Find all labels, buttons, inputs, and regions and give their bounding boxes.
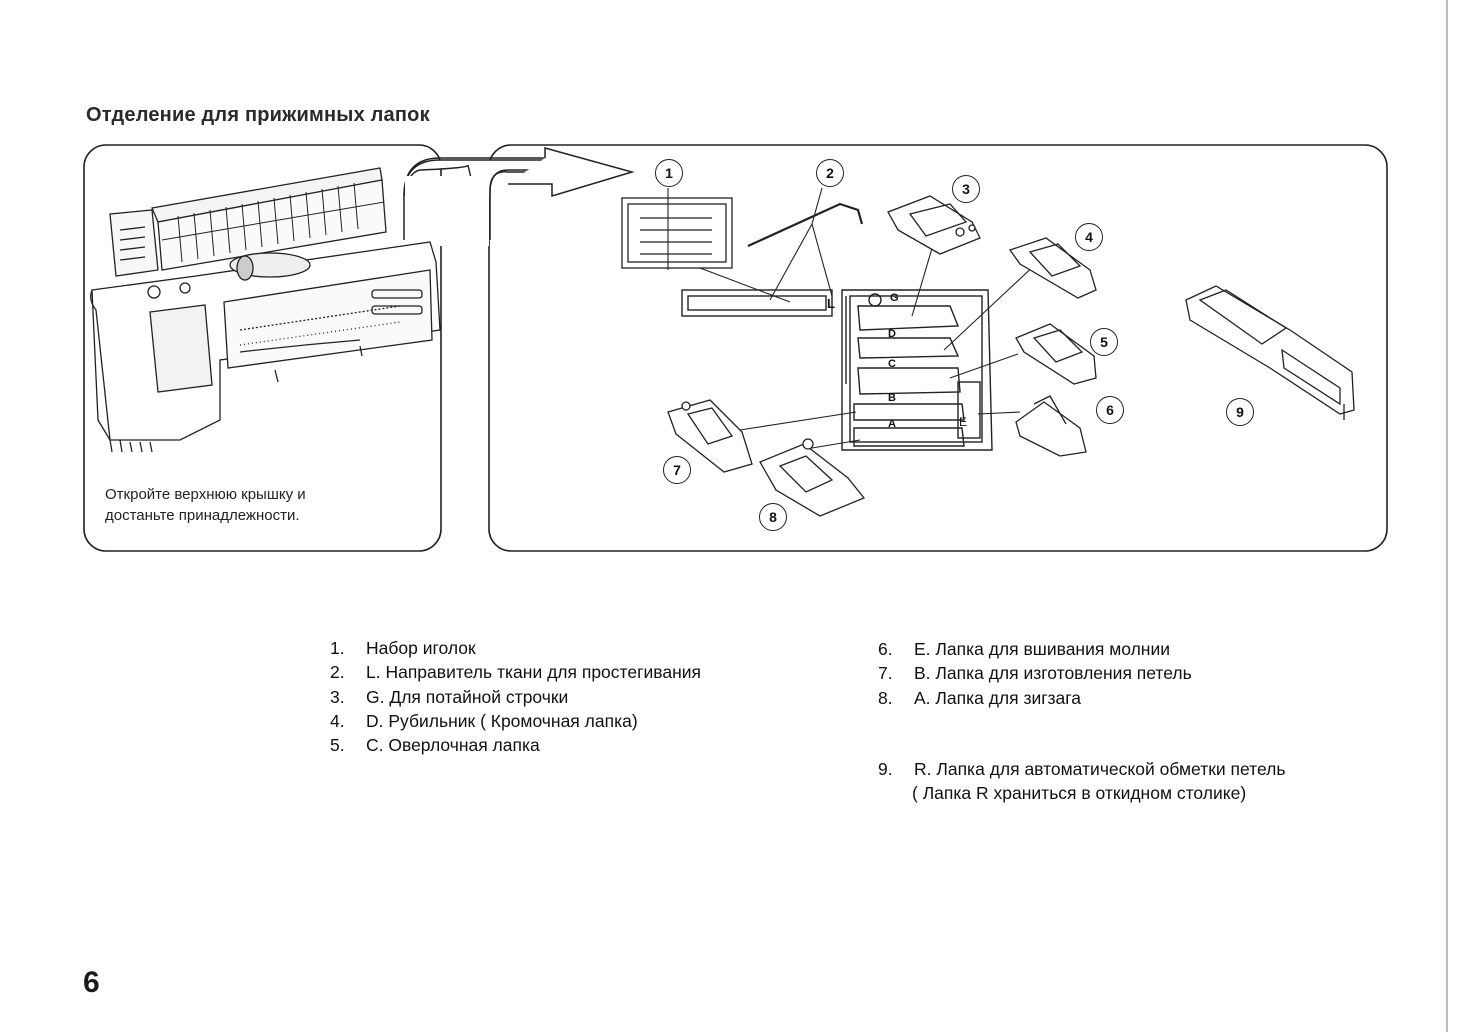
tray-letter-d: D	[888, 328, 896, 340]
presser-foot-d	[1008, 237, 1097, 299]
page-number: 6	[83, 966, 100, 999]
callout-3: 3	[952, 175, 980, 203]
tray-letter-a: A	[888, 418, 896, 430]
item-text: B. Лапка для изготовления петель	[914, 663, 1192, 684]
item-text: D. Рубильник ( Кромочная лапка)	[366, 710, 638, 731]
page-edge-line	[1446, 0, 1448, 1032]
list-item: 9. R. Лапка для автоматической обметки пе…	[878, 757, 1285, 781]
item-text: A. Лапка для зигзага	[914, 687, 1081, 708]
presser-foot-b	[667, 399, 753, 473]
list-item: 5. C. Оверлочная лапка	[330, 733, 701, 757]
item-note: ( Лапка R храниться в откидном столике)	[912, 783, 1247, 804]
section-title: Отделение для прижимных лапок	[86, 104, 430, 126]
tray-letter-l: L	[827, 296, 835, 311]
item-number: 2.	[330, 662, 345, 683]
accessory-list-right: 6. E. Лапка для вшивания молнии 7. B. Лапк…	[878, 637, 1192, 710]
presser-foot-e	[1015, 395, 1087, 457]
tray-letter-g: G	[890, 292, 899, 304]
quilting-guide	[747, 202, 864, 248]
tray-letter-b: B	[888, 392, 896, 404]
callout-7: 7	[663, 456, 691, 484]
item-number: 3.	[330, 686, 345, 707]
item-number: 5.	[330, 735, 345, 756]
accessory-tray	[681, 289, 993, 451]
presser-foot-r	[1185, 285, 1355, 420]
item-number: 6.	[878, 639, 893, 659]
callout-6: 6	[1096, 396, 1124, 424]
leader-lines	[667, 187, 1039, 451]
item-text: R. Лапка для автоматической обметки пете…	[914, 759, 1286, 779]
list-item: 8. A. Лапка для зигзага	[878, 686, 1192, 710]
callout-4: 4	[1075, 223, 1103, 251]
callout-9: 9	[1226, 398, 1254, 426]
caption-line-1: Откройте верхнюю крышку и	[105, 486, 306, 503]
item-number: 4.	[330, 710, 345, 731]
list-item: 3. G. Для потайной строчки	[330, 685, 701, 709]
accessory-list-item-9: 9. R. Лапка для автоматической обметки пе…	[878, 757, 1285, 806]
item-number: 8.	[878, 687, 893, 708]
left-panel-frame	[83, 144, 442, 552]
tray-letter-e: E	[959, 415, 968, 429]
presser-foot-g	[887, 195, 981, 255]
sewing-machine-illustration	[90, 167, 441, 453]
tray-letter-c: C	[888, 358, 896, 370]
item-text: G. Для потайной строчки	[366, 686, 569, 707]
instruction-caption: Откройте верхнюю крышку и достаньте прин…	[105, 484, 306, 526]
presser-foot-c	[1015, 323, 1097, 385]
item-text: L. Направитель ткани для простегивания	[366, 662, 702, 683]
list-item: 4. D. Рубильник ( Кромочная лапка)	[330, 709, 701, 733]
item-number: 7.	[878, 663, 893, 684]
list-item: 2. L. Направитель ткани для простегивания	[330, 660, 701, 684]
callout-2: 2	[816, 159, 844, 187]
list-item: 6. E. Лапка для вшивания молнии	[878, 637, 1192, 661]
item-text: Набор иголок	[366, 638, 476, 658]
caption-line-2: достаньте принадлежности.	[105, 507, 300, 524]
needle-set	[621, 197, 733, 269]
right-panel-frame	[488, 144, 1388, 552]
item-number: 1.	[330, 638, 345, 658]
item-number: 9.	[878, 759, 893, 779]
presser-foot-a	[759, 438, 866, 517]
callout-8: 8	[759, 503, 787, 531]
callout-1: 1	[655, 159, 683, 187]
item-text: E. Лапка для вшивания молнии	[914, 639, 1171, 659]
list-item: 7. B. Лапка для изготовления петель	[878, 661, 1192, 685]
accessory-list-left: 1. Набор иголок 2. L. Направитель ткани дл…	[330, 636, 701, 757]
callout-5: 5	[1090, 328, 1118, 356]
item-text: C. Оверлочная лапка	[366, 735, 540, 756]
list-item: 1. Набор иголок	[330, 636, 701, 660]
